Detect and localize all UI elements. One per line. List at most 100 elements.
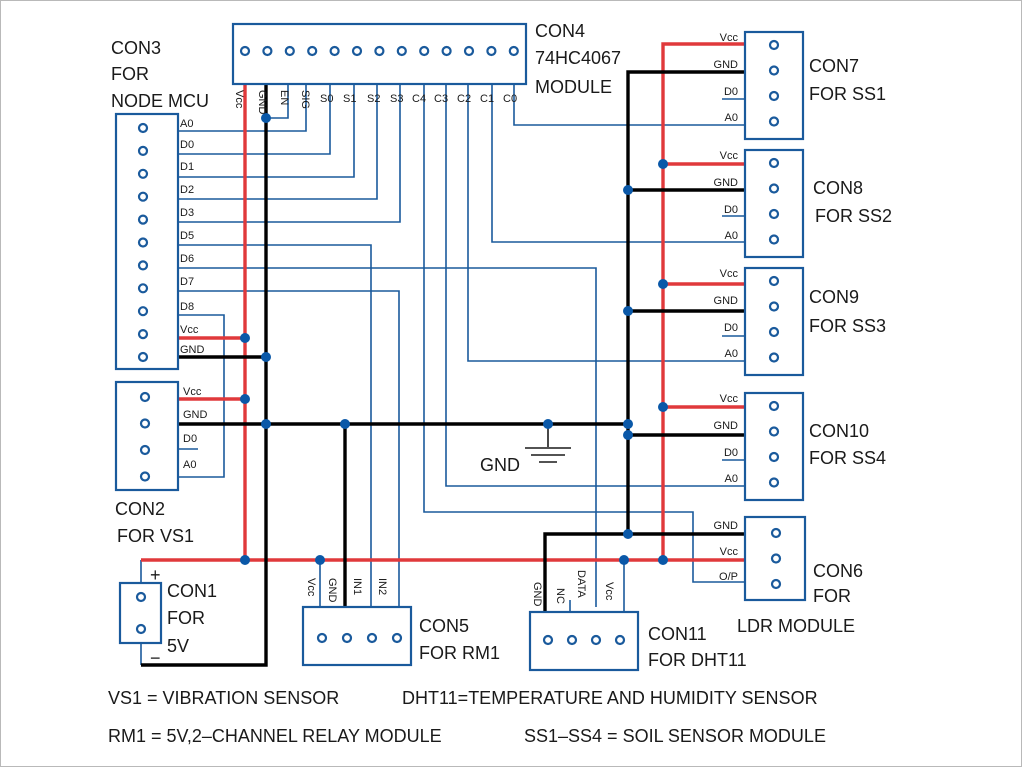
con11-pin <box>542 634 554 646</box>
con3-pin <box>137 237 149 248</box>
wire-d8 <box>178 314 225 478</box>
con11-pin <box>614 634 626 646</box>
con4-pin-label: C4 <box>412 93 426 105</box>
con3-for: FOR <box>111 64 149 84</box>
legend-vs1: VS1 = VIBRATION SENSOR <box>108 688 339 708</box>
con2-for: FOR VS1 <box>117 526 194 546</box>
pin-label: Vcc <box>180 324 199 336</box>
con3-pin <box>137 351 149 363</box>
pin-label: D3 <box>180 207 194 219</box>
con5-title: CON5 <box>419 616 469 636</box>
con6-pin <box>770 578 782 590</box>
pin-label: A0 <box>725 473 738 485</box>
con9-pin <box>768 352 780 363</box>
con4-pin-label: SIG <box>299 90 311 109</box>
pin-label: Vcc <box>720 393 739 405</box>
con4-pin-label: S3 <box>390 93 403 105</box>
pin-label: DATA <box>575 570 587 598</box>
con11-title: CON11 <box>648 624 707 644</box>
con10-pin <box>768 477 780 488</box>
wire-d6 <box>178 267 597 607</box>
wire-s3-d3 <box>178 84 401 223</box>
pin-label: D6 <box>180 253 194 265</box>
con4-pin <box>486 45 497 57</box>
con7-pin <box>768 116 780 127</box>
con9-title: CON9 <box>809 287 859 307</box>
pin-label: IN2 <box>376 578 388 595</box>
con8-for: FOR SS2 <box>815 206 892 226</box>
pin-label: D1 <box>180 161 194 173</box>
con1-5v: 5V <box>167 636 189 656</box>
con4-pin <box>284 45 295 57</box>
con4-module: MODULE <box>535 77 612 97</box>
con7-for: FOR SS1 <box>809 84 886 104</box>
pin-label: GND <box>714 59 739 71</box>
wire-c1-ss2 <box>491 84 745 243</box>
pin-label: GND <box>183 409 208 421</box>
con2-pin <box>139 391 151 403</box>
con4-pin <box>374 45 385 57</box>
junction-dot <box>623 430 633 440</box>
con11-pin <box>590 634 602 646</box>
con4-pin <box>351 45 363 57</box>
wire-c0-ss1 <box>513 84 745 126</box>
junction-dot <box>623 185 633 195</box>
ground-symbol <box>525 447 571 463</box>
junction-dot <box>658 159 668 169</box>
pin-label: D0 <box>724 86 738 98</box>
pin-label: Vcc <box>720 32 739 44</box>
pin-label: A0 <box>725 112 738 124</box>
pin-label: D0 <box>183 433 197 445</box>
con3-nodemcu: NODE MCU <box>111 91 209 111</box>
junction-dot <box>340 419 350 429</box>
con3-pin <box>137 168 149 179</box>
junction-dot <box>623 306 633 316</box>
con4-pin <box>307 45 318 57</box>
pin-label: Vcc <box>183 386 202 398</box>
junction-dot <box>261 113 271 123</box>
wire-c4-ldr <box>423 84 745 583</box>
con3-pin <box>137 145 149 156</box>
pin-label: D5 <box>180 230 194 242</box>
con9-for: FOR SS3 <box>809 316 886 336</box>
con6-ldr: LDR MODULE <box>737 616 855 636</box>
pin-label: D7 <box>180 276 194 288</box>
con3-pin <box>137 122 149 134</box>
con8-title: CON8 <box>813 178 863 198</box>
con6-pin <box>770 553 782 564</box>
con10-title: CON10 <box>809 421 869 441</box>
pin-label: A0 <box>725 348 738 360</box>
con4-title: CON4 <box>535 21 585 41</box>
con4-pin-label: EN <box>278 90 290 105</box>
pin-label: IN1 <box>351 578 363 595</box>
junction-dot <box>543 419 553 429</box>
con10-for: FOR SS4 <box>809 448 886 468</box>
con3-pin <box>137 191 149 202</box>
con4-pin-label: C0 <box>503 93 517 105</box>
wire-en <box>266 84 289 119</box>
con5-for: FOR RM1 <box>419 643 500 663</box>
pin-label: GND <box>180 344 205 356</box>
wire-d5-in1 <box>178 244 372 607</box>
con3-pin <box>137 283 149 294</box>
con4-pin-label: S2 <box>367 93 380 105</box>
con9-pin <box>768 326 780 338</box>
legend-ss: SS1–SS4 = SOIL SENSOR MODULE <box>524 726 826 746</box>
junction-dot <box>240 555 250 565</box>
con6-pin <box>770 527 782 539</box>
con4-pin <box>262 45 273 57</box>
junction-dot <box>261 419 271 429</box>
con10-pin <box>768 451 780 463</box>
pin-label: Vcc <box>720 268 739 280</box>
junction-dot <box>623 419 633 429</box>
con10-pin <box>768 426 780 437</box>
con5-pin <box>391 632 403 644</box>
pin-label: GND <box>714 520 739 532</box>
con4-pin <box>239 45 251 57</box>
junction-dot <box>240 394 250 404</box>
pin-label: A0 <box>725 230 738 242</box>
con9-pin <box>768 275 780 287</box>
con8-pin <box>768 234 780 245</box>
pin-label: Vcc <box>720 546 739 558</box>
con4-pin-label: C2 <box>457 93 471 105</box>
